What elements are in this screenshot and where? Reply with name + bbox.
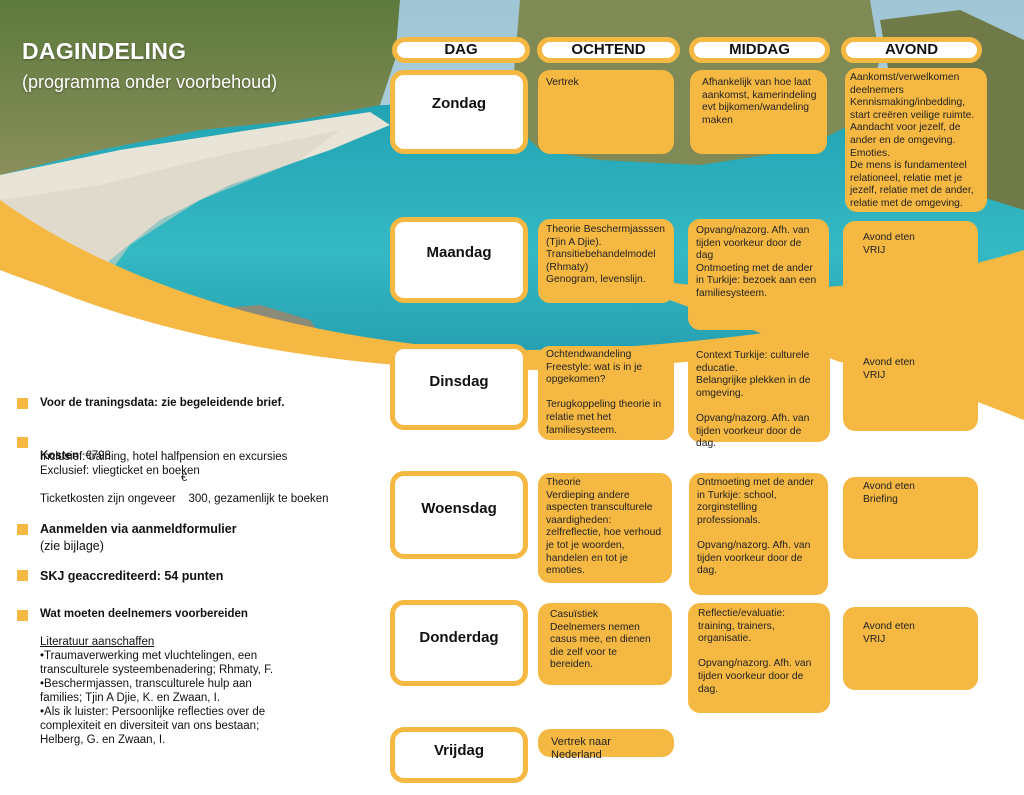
zondag-avond-cell: Aankomst/verwelkomen deelnemers Kennisma… xyxy=(845,68,987,212)
costs-exclusive: Exclusief: vliegticket en boeken xyxy=(40,465,200,477)
bullet-marker xyxy=(17,570,28,581)
day-vrijdag: Vrijdag xyxy=(390,727,528,783)
literature-heading: Literatuur aanschaffen xyxy=(40,636,155,648)
ticket-costs: Ticketkosten zijn ongeveer 300, gezamenl… xyxy=(40,493,329,505)
day-dinsdag: Dinsdag xyxy=(390,344,528,430)
donderdag-middag-cell: Reflectie/evaluatie: training, trainers,… xyxy=(688,603,830,713)
training-dates-note: Voor de traningsdata: zie begeleidende b… xyxy=(40,397,285,409)
bullet-marker xyxy=(17,437,28,448)
costs-label: Kosten xyxy=(40,450,79,462)
dinsdag-avond-cell: Avond eten VRIJ xyxy=(843,347,978,431)
zondag-middag-cell: Afhankelijk van hoe laat aankomst, kamer… xyxy=(690,70,827,154)
skj-accreditation: SKJ geaccrediteerd: 54 punten xyxy=(40,569,224,583)
day-donderdag: Donderdag xyxy=(390,600,528,686)
costs-inclusive: Inclusief: training, hotel halfpension e… xyxy=(40,451,288,463)
signup-title: Aanmelden via aanmeldformulier xyxy=(40,522,237,536)
stray-euro-glyph: € xyxy=(181,472,188,484)
day-zondag: Zondag xyxy=(390,70,528,154)
day-maandag: Maandag xyxy=(390,217,528,303)
signup-note: (zie bijlage) xyxy=(40,539,104,553)
prepare-title: Wat moeten deelnemers voorbereiden xyxy=(40,608,248,620)
column-header-dag: DAG xyxy=(392,37,530,63)
day-woensdag: Woensdag xyxy=(390,471,528,559)
bullet-marker xyxy=(17,524,28,535)
column-header-ochtend: OCHTEND xyxy=(537,37,680,63)
donderdag-avond-cell: Avond eten VRIJ xyxy=(843,607,978,690)
maandag-ochtend-cell: Theorie Beschermjasssen (Tjin A Djie). T… xyxy=(538,219,674,303)
column-header-avond: AVOND xyxy=(841,37,982,63)
bullet-marker xyxy=(17,398,28,409)
woensdag-middag-cell: Ontmoeting met de ander in Turkije: scho… xyxy=(689,473,828,595)
page-subtitle: (programma onder voorbehoud) xyxy=(22,72,278,92)
zondag-ochtend-cell: Vertrek xyxy=(538,70,674,154)
column-header-middag: MIDDAG xyxy=(689,37,830,63)
maandag-middag-cell: Opvang/nazorg. Afh. van tijden voorkeur … xyxy=(688,219,829,330)
dinsdag-middag-cell: Context Turkije: culturele educatie. Bel… xyxy=(688,346,830,449)
costs-block: Kosten: €798 xyxy=(40,435,340,463)
maandag-avond-cell: Avond eten VRIJ xyxy=(843,221,978,303)
literature-list: •Traumaverwerking met vluchtelingen, een… xyxy=(40,650,274,746)
woensdag-ochtend-cell: Theorie Verdieping andere aspecten trans… xyxy=(538,473,672,583)
costs-value: : €798 xyxy=(78,450,111,462)
page-title: DAGINDELING xyxy=(22,38,187,64)
vrijdag-ochtend-cell: Vertrek naar Nederland xyxy=(538,729,674,761)
bullet-marker xyxy=(17,610,28,621)
dinsdag-ochtend-cell: Ochtendwandeling Freestyle: wat is in je… xyxy=(538,346,674,440)
woensdag-avond-cell: Avond eten Briefing xyxy=(843,477,978,559)
donderdag-ochtend-cell: Casuïstiek Deelnemers nemen casus mee, e… xyxy=(538,603,672,685)
